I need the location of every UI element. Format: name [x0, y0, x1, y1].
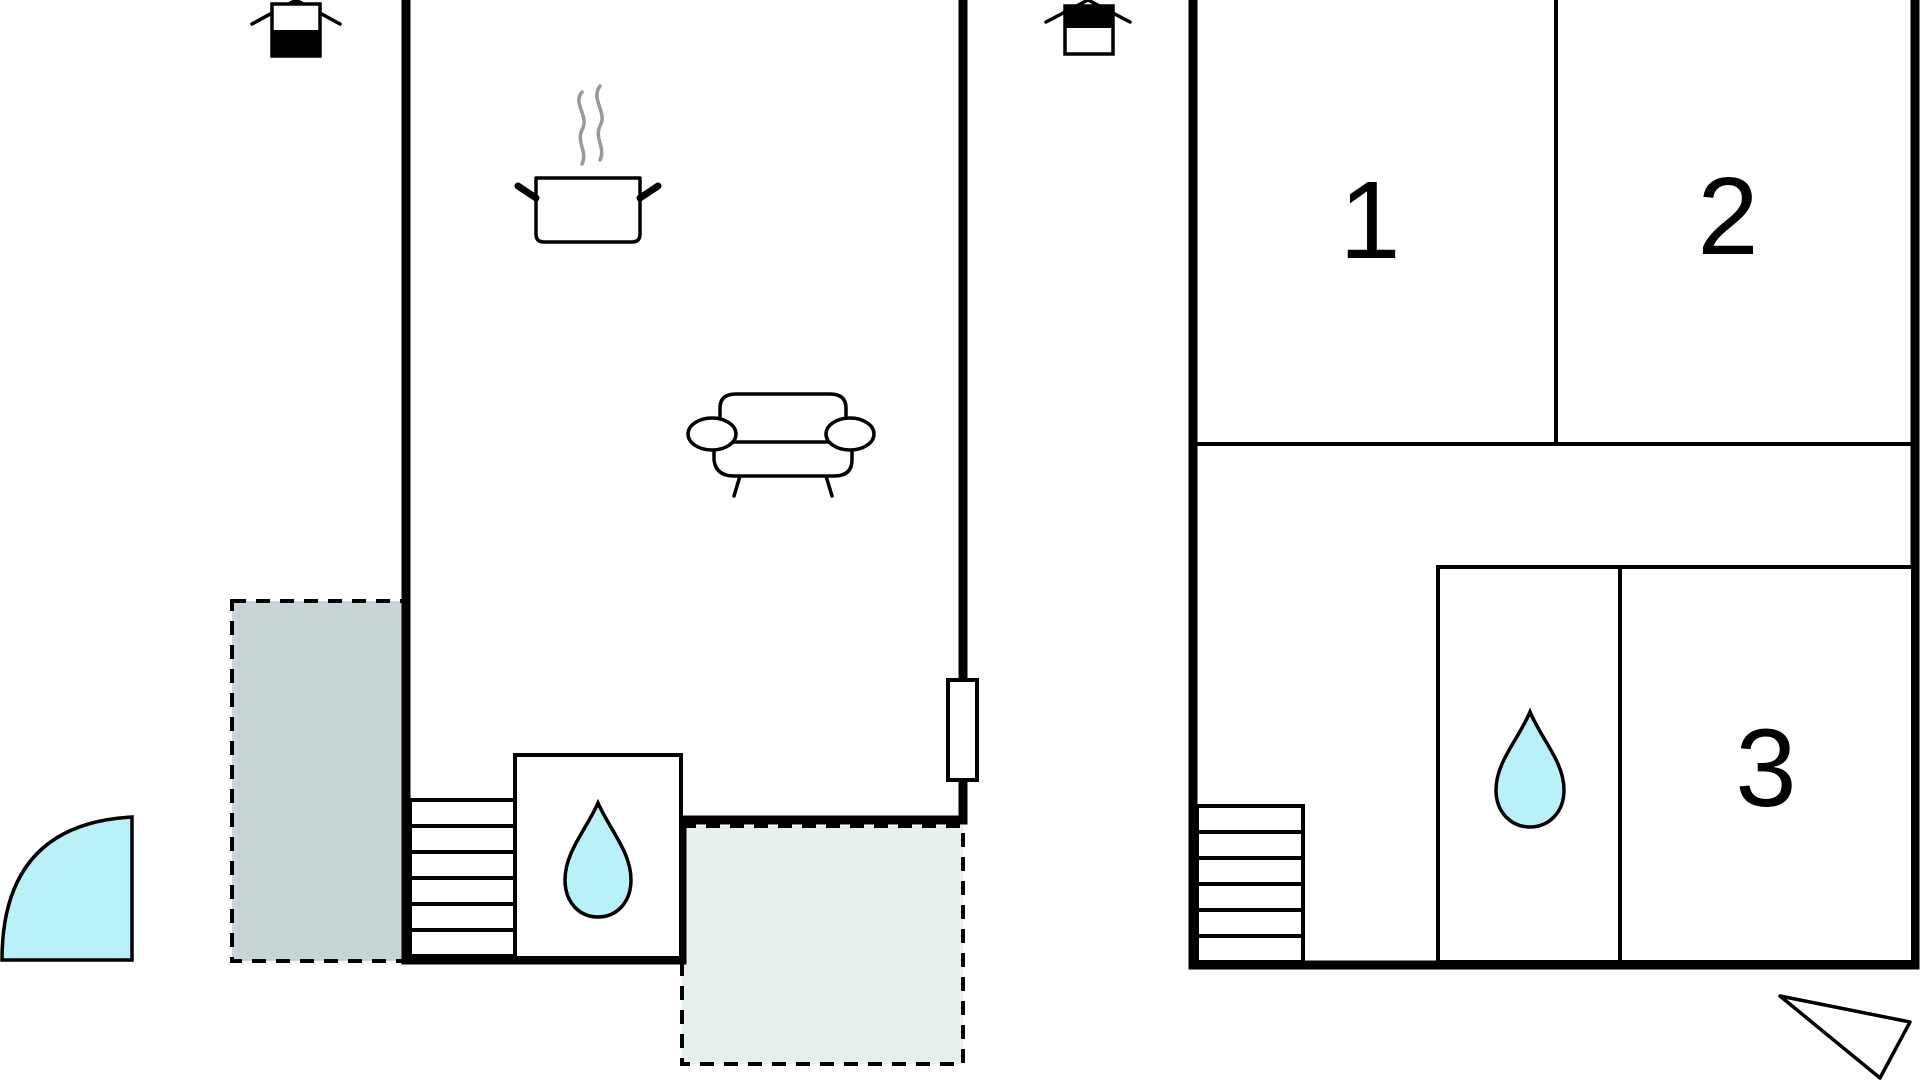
window — [946, 678, 979, 782]
sofa-icon — [686, 392, 876, 498]
water-drop-icon — [1494, 707, 1566, 829]
fireplace-icon — [250, 0, 342, 58]
stairs-icon — [408, 798, 517, 958]
stairs-icon — [1195, 804, 1305, 964]
north-arrow-icon — [1778, 994, 1912, 1080]
upper-floor-walls — [1188, 0, 1920, 970]
room-number-3: 3 — [1735, 707, 1796, 830]
terrace-area — [230, 599, 407, 963]
cooking-pot-icon — [514, 84, 662, 244]
room-number-2: 2 — [1697, 155, 1758, 278]
fireplace-icon — [1044, 0, 1132, 56]
room-number-1: 1 — [1339, 159, 1400, 282]
door-swing-icon[interactable] — [0, 815, 134, 962]
water-drop-icon — [563, 798, 633, 919]
patio-area — [680, 824, 965, 1066]
